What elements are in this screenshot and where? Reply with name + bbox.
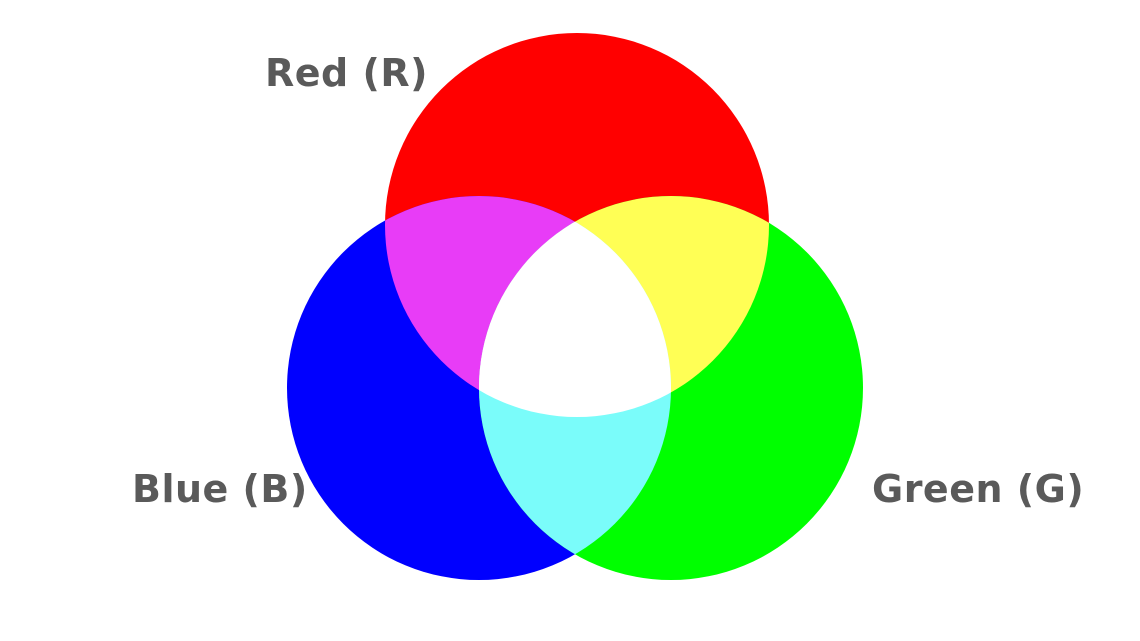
green-label: Green (G)	[872, 467, 1085, 511]
blue-label: Blue (B)	[132, 467, 308, 511]
red-label: Red (R)	[265, 51, 428, 95]
center-overlap	[479, 196, 671, 417]
